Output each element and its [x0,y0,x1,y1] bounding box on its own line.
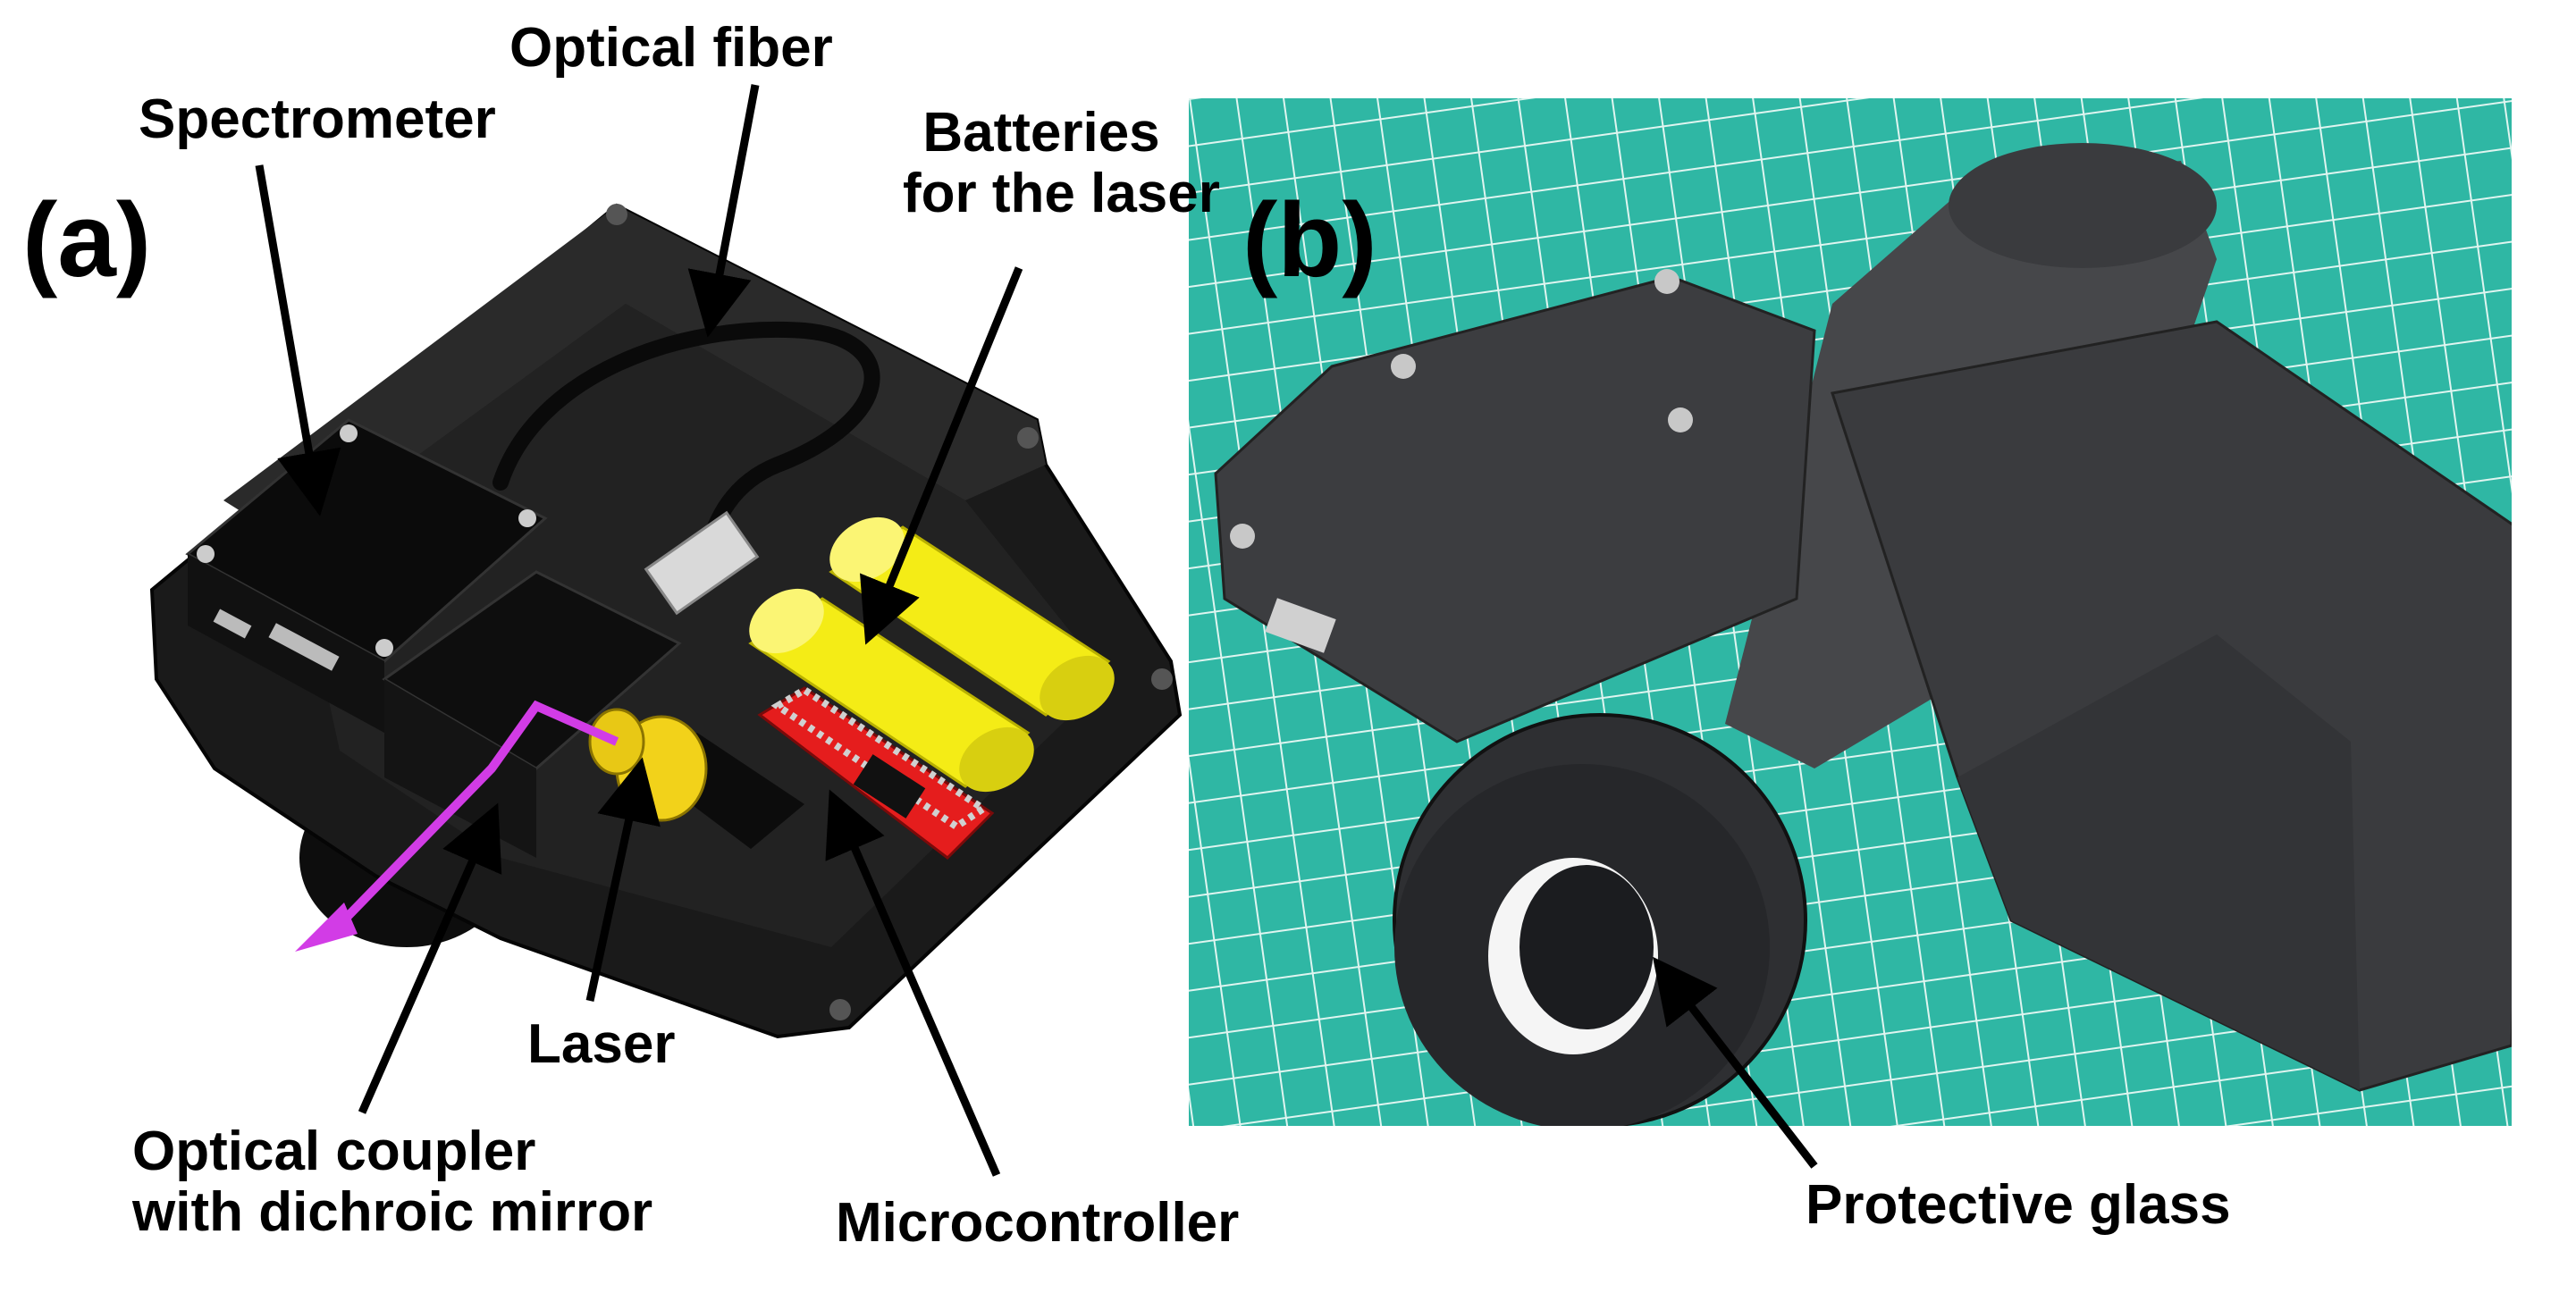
panel-a-tag: (a) [22,181,152,299]
label-microcontroller: Microcontroller [836,1192,1240,1254]
label-batteries: Batteries for the laser [903,102,1220,225]
device-screw [1654,269,1679,294]
protective-glass [1520,865,1654,1029]
fiber-connector [644,510,760,616]
arrow-spectrometer [255,164,341,516]
device-screw [1668,407,1693,432]
laser-beam-arrowhead [295,903,358,952]
label-batteries-line2: for the laser [903,163,1220,225]
arrow-protective-glass [1652,956,1818,1169]
usb-port [1265,598,1336,653]
spectrometer-port [213,609,252,639]
corner-screw [1017,427,1039,449]
label-batteries-line1: Batteries [922,102,1160,164]
corner-screw [606,204,627,225]
laser-beam [327,700,619,937]
spectrometer-screw [340,424,358,442]
label-spectrometer: Spectrometer [139,88,496,150]
arrow-microcontroller [825,789,1001,1177]
label-optical-fiber: Optical fiber [509,17,833,79]
arrow-batteries [860,266,1023,645]
arrow-optical-fiber [687,84,760,338]
label-protective-glass: Protective glass [1806,1174,2231,1236]
device-screw [1230,524,1255,549]
label-coupler-line2: with dichroic mirror [132,1181,653,1244]
device-tube-end [1949,143,2217,268]
spectrometer-screw [518,509,536,527]
spectrometer-port [268,623,340,671]
arrow-laser [585,757,661,1002]
device-right-box-side [1957,634,2360,1090]
panel-b-tag: (b) [1242,181,1377,299]
microcontroller-chip [853,754,926,819]
label-optical-coupler: Optical coupler with dichroic mirror [132,1121,652,1243]
corner-screw [829,999,851,1020]
label-laser: Laser [527,1013,676,1075]
spectrometer-screw [375,639,393,657]
optical-fiber [492,322,880,562]
spectrometer-screw [197,545,215,563]
corner-screw [1151,668,1173,690]
label-coupler-line1: Optical coupler [132,1121,536,1182]
panel-b-photo [1189,98,2512,1126]
device-screw [1391,354,1416,379]
device-left-box [1214,275,1816,743]
arrow-optical-coupler [358,802,502,1114]
